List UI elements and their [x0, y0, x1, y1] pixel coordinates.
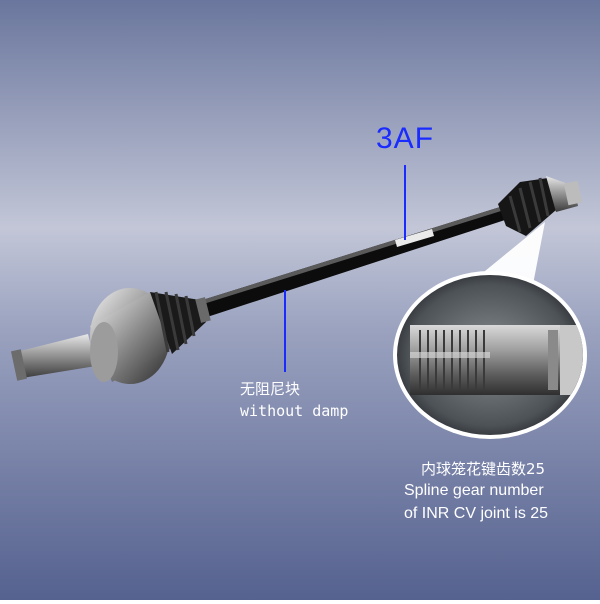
damper-label-en: without damp: [240, 402, 349, 420]
spline-label-cn: 内球笼花键齿数25: [421, 460, 546, 478]
shaft-bar: [196, 207, 505, 318]
spline-label-en-line2: of INR CV joint is 25: [404, 505, 549, 522]
outer-cv-joint: [10, 288, 211, 384]
shaft-code-label: 3AF: [376, 122, 435, 155]
shaft-label-sticker: [395, 229, 434, 247]
damper-label-cn: 无阻尼块: [240, 380, 301, 398]
spline-zoom-bubble: [393, 222, 587, 439]
inner-cv-joint: [498, 176, 583, 236]
spline-label-en-line1: Spline gear number: [404, 482, 544, 499]
